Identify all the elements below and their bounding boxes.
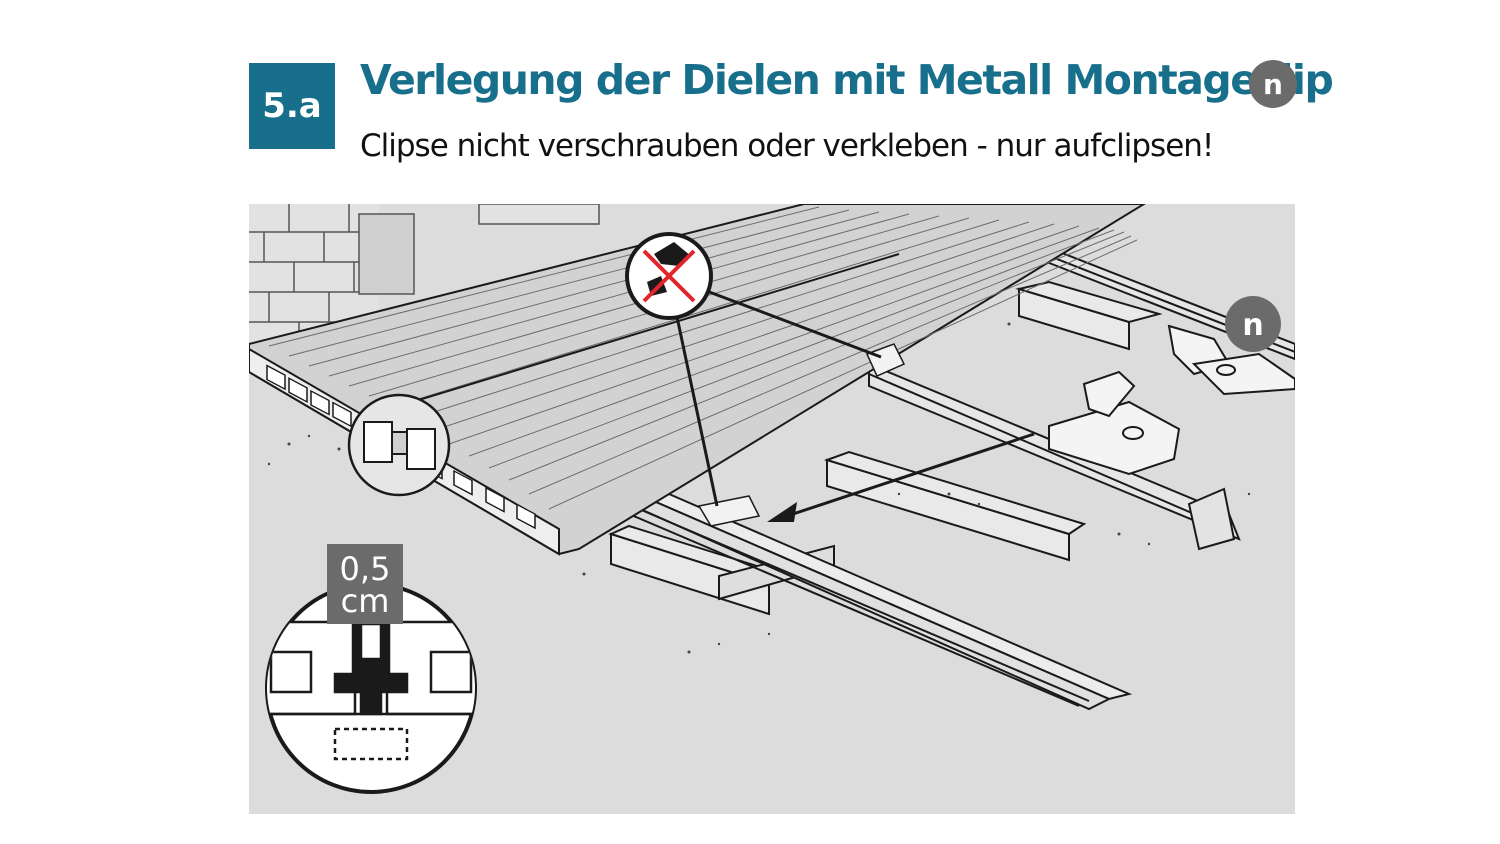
step-number-box: 5.a bbox=[249, 63, 335, 149]
page-subtitle: Clipse nicht verschrauben oder verkleben… bbox=[360, 128, 1214, 164]
decking-illustration: 0,5 cm n bbox=[249, 204, 1295, 814]
gap-zoom-detail bbox=[265, 582, 477, 794]
gravel bbox=[267, 322, 1251, 654]
clips bbox=[697, 343, 906, 527]
gap-label-box bbox=[327, 544, 403, 624]
no-screw-icon bbox=[625, 232, 713, 320]
clip-detail bbox=[1048, 324, 1295, 476]
clip-badge-icon: n bbox=[1242, 308, 1263, 343]
gap-label-unit: cm bbox=[341, 582, 390, 620]
gap-label-value: 0,5 bbox=[340, 550, 391, 588]
clip-badge-icon-bg bbox=[1225, 296, 1281, 352]
clip-badge-icon: n bbox=[1249, 60, 1297, 108]
sleeper-blocks bbox=[608, 280, 1163, 616]
arrow-head bbox=[767, 502, 797, 522]
joint-detail-profile bbox=[363, 421, 436, 470]
page-title: Verlegung der Dielen mit Metall Montagec… bbox=[360, 56, 1334, 104]
